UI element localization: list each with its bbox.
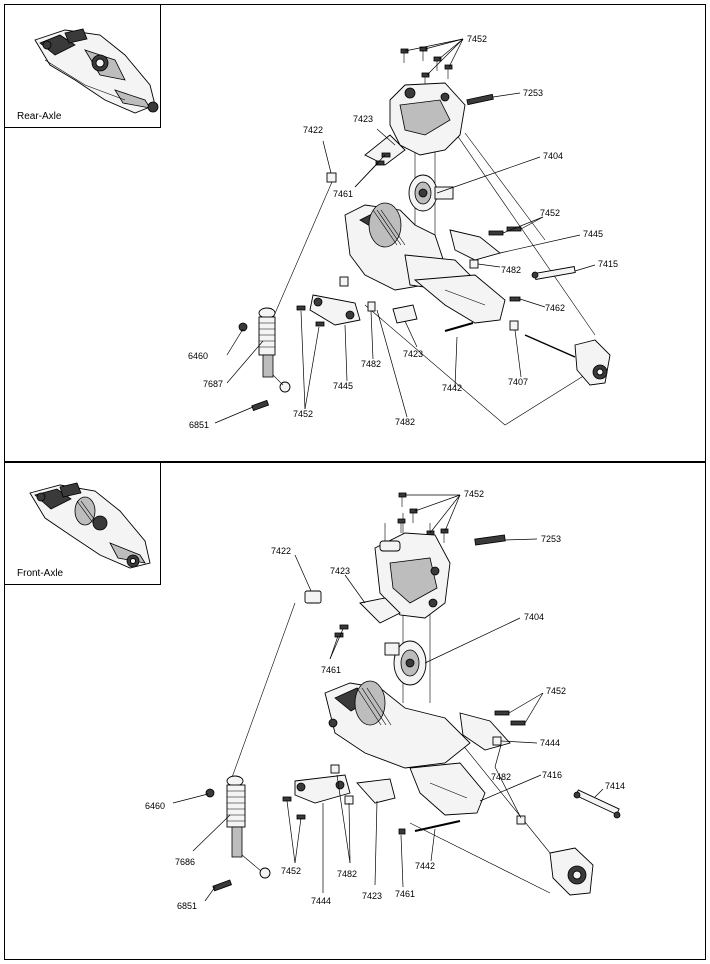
rear-leader-lines — [214, 38, 596, 424]
rear-label-7253: 7253 — [523, 88, 543, 98]
rear-long-screw — [466, 93, 494, 106]
rear-axle-thumbnail-image — [34, 28, 159, 114]
front-label-7452-top: 7452 — [464, 489, 484, 499]
front-axle-panel: Front-Axle — [4, 462, 706, 960]
rear-label-7442: 7442 — [442, 383, 462, 393]
rear-axle-caption: Rear-Axle — [17, 111, 62, 122]
front-bushings — [304, 590, 526, 825]
front-label-7416: 7416 — [542, 770, 562, 780]
front-axle-caption: Front-Axle — [17, 568, 64, 579]
rear-camber-links — [309, 229, 501, 326]
rear-small-screws — [296, 152, 522, 327]
front-long-screw — [474, 534, 506, 546]
rear-label-7687: 7687 — [203, 379, 223, 389]
front-gearbox-body — [324, 680, 471, 769]
rear-label-7482-right: 7482 — [501, 265, 521, 275]
rear-hub-carrier — [524, 334, 611, 386]
front-label-7414: 7414 — [605, 781, 625, 791]
rear-label-7461: 7461 — [333, 189, 353, 199]
front-lower-arm — [409, 762, 486, 816]
rear-axle-panel: Rear-Axle — [4, 4, 706, 462]
front-label-7482-right: 7482 — [491, 772, 511, 782]
rear-label-7423-lower: 7423 — [403, 349, 423, 359]
rear-label-6460: 6460 — [188, 351, 208, 361]
rear-lower-arm — [413, 274, 506, 324]
rear-turnbuckle — [531, 266, 576, 280]
front-label-7452-right: 7452 — [546, 686, 566, 696]
rear-skid-plate — [392, 304, 418, 324]
front-upper-bulkhead — [374, 532, 451, 619]
front-label-7253: 7253 — [541, 534, 561, 544]
rear-upper-bulkhead — [364, 82, 466, 166]
rear-label-7422: 7422 — [303, 125, 323, 135]
front-label-7404: 7404 — [524, 612, 544, 622]
rear-shock-absorber — [238, 307, 291, 393]
rear-label-7452-right: 7452 — [540, 208, 560, 218]
front-differential — [384, 640, 427, 686]
front-upper-plate — [359, 597, 401, 624]
front-label-7423-lower: 7423 — [362, 891, 382, 901]
rear-hinge-pin — [444, 322, 474, 332]
rear-label-7415: 7415 — [598, 259, 618, 269]
front-label-7452-bottom: 7452 — [281, 866, 301, 876]
rear-top-screws — [400, 46, 453, 87]
front-label-7422: 7422 — [271, 546, 291, 556]
front-label-7482-bottom: 7482 — [337, 869, 357, 879]
front-shock-screw — [212, 879, 232, 892]
front-axle-thumbnail: Front-Axle — [5, 463, 161, 585]
front-shock-absorber — [205, 775, 271, 879]
rear-shock-screw — [251, 399, 270, 412]
front-label-7686: 7686 — [175, 857, 195, 867]
front-hinge-pin — [414, 820, 461, 832]
rear-axle-exploded-diagram: 7452 7253 7423 7422 7404 7461 7452 7445 … — [188, 34, 618, 430]
rear-label-6851: 6851 — [189, 420, 209, 430]
front-axle-thumbnail-image — [29, 482, 151, 569]
rear-label-7445-right: 7445 — [583, 229, 603, 239]
rear-label-7482-mid: 7482 — [361, 359, 381, 369]
rear-label-7452-bottom: 7452 — [293, 409, 313, 419]
front-part-labels: 7452 7253 7422 7423 7404 7461 7452 7444 … — [145, 489, 625, 911]
rear-label-7452-top: 7452 — [467, 34, 487, 44]
front-steering-plate — [356, 778, 396, 804]
front-leader-lines — [172, 494, 604, 902]
front-label-7442: 7442 — [415, 861, 435, 871]
rear-bushings — [326, 172, 519, 331]
rear-label-7423-upper: 7423 — [353, 114, 373, 124]
rear-part-labels: 7452 7253 7423 7422 7404 7461 7452 7445 … — [188, 34, 618, 430]
rear-label-7407: 7407 — [508, 377, 528, 387]
front-label-7444-right: 7444 — [540, 738, 560, 748]
front-label-6460: 6460 — [145, 801, 165, 811]
front-axle-exploded-diagram: 7452 7253 7422 7423 7404 7461 7452 7444 … — [145, 489, 625, 911]
front-hub-carrier — [549, 847, 594, 896]
rear-label-7404: 7404 — [543, 151, 563, 161]
front-label-7444-bottom: 7444 — [311, 896, 331, 906]
front-label-7461-upper: 7461 — [321, 665, 341, 675]
rear-axle-thumbnail: Rear-Axle — [5, 5, 161, 128]
rear-label-7462: 7462 — [545, 303, 565, 313]
rear-label-7445-left: 7445 — [333, 381, 353, 391]
front-turnbuckle — [573, 789, 621, 819]
front-label-7461-lower: 7461 — [395, 889, 415, 899]
front-label-7423-upper: 7423 — [330, 566, 350, 576]
front-small-screws — [282, 624, 526, 835]
front-label-6851: 6851 — [177, 901, 197, 911]
rear-differential — [408, 174, 454, 212]
rear-label-7482-bottom: 7482 — [395, 417, 415, 427]
